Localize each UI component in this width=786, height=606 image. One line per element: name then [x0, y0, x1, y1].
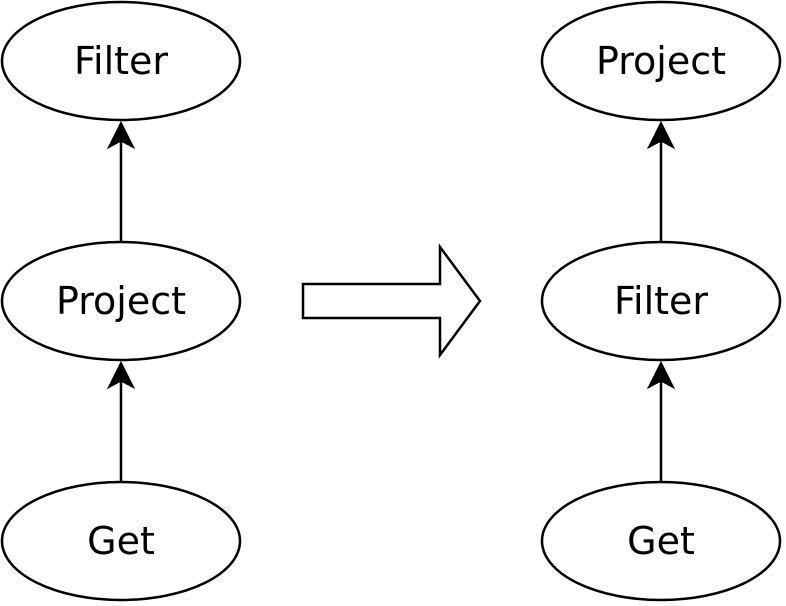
- before-node-filter: Filter: [0, 0, 242, 122]
- after-node-get-label: Get: [627, 519, 695, 563]
- before-node-filter-label: Filter: [74, 39, 168, 83]
- before-edge-get-to-project: [106, 360, 136, 481]
- after-node-get: Get: [540, 480, 782, 602]
- after-node-filter: Filter: [540, 240, 782, 362]
- block-right-arrow-icon: [301, 243, 482, 359]
- after-node-filter-label: Filter: [614, 279, 708, 323]
- before-node-project: Project: [0, 240, 242, 362]
- after-node-project-label: Project: [596, 39, 726, 83]
- before-node-project-label: Project: [56, 279, 186, 323]
- after-node-project: Project: [540, 0, 782, 122]
- before-node-get: Get: [0, 480, 242, 602]
- after-edge-get-to-filter: [646, 360, 676, 481]
- after-plan: Project Filter Get: [540, 0, 782, 602]
- before-node-get-label: Get: [87, 519, 155, 563]
- before-edge-project-to-filter: [106, 120, 136, 241]
- after-edge-filter-to-project: [646, 120, 676, 241]
- before-plan: Filter Project Get: [0, 0, 242, 602]
